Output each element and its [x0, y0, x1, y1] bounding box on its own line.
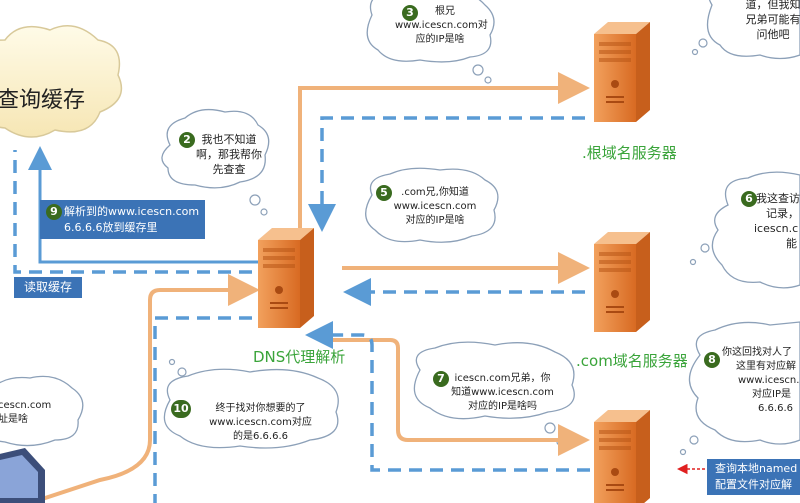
dns-proxy-server-icon	[258, 228, 314, 328]
bubble-5-line-2: www.icescn.com	[393, 201, 477, 212]
step-badge-3: 3	[402, 5, 418, 21]
bubble-7-line-3: 对应的IP是啥吗	[468, 401, 537, 412]
cache-write-arrow	[28, 146, 258, 264]
bubble-5-text: .com兄,你知道 www.icescn.com 对应的IP是啥	[390, 186, 480, 228]
client-pc-icon	[0, 448, 45, 503]
step-badge-9: 9	[46, 204, 62, 220]
cache-cloud	[0, 25, 123, 138]
bubble-8-line-1: 你这回找对人了	[722, 347, 792, 358]
bubble-1-text: cescn.com 址是啥	[0, 399, 51, 427]
local-query-line-1: 查询本地named	[715, 462, 798, 475]
step-badge-7: 7	[433, 371, 449, 387]
request-arrows	[29, 72, 590, 503]
bubble-8-line-5: 6.6.6.6	[758, 403, 793, 414]
bubble-10-line-3: 的是6.6.6.6	[233, 431, 288, 442]
root-server-label: .根域名服务器	[582, 144, 677, 162]
icescn-server-icon	[594, 410, 650, 503]
bubble-5-line-1: .com兄,你知道	[401, 187, 469, 198]
bubble-10-text: 终于找对你想要的了 www.icescn.com对应 的是6.6.6.6	[188, 402, 333, 444]
bubble-10-line-2: www.icescn.com对应	[209, 417, 312, 428]
bubble-4-line-3: 问他吧	[756, 28, 790, 41]
bubble-4-line-2: 兄弟可能有	[745, 13, 800, 26]
step-badge-6: 6	[741, 191, 757, 207]
step-badge-2: 2	[179, 132, 195, 148]
bubble-8-shape	[679, 321, 800, 456]
bubble-6-shape	[689, 171, 800, 289]
cache-write-line-2: 6.6.6.6放到缓存里	[64, 221, 158, 234]
step-badge-10: 10	[171, 400, 191, 418]
bubble-4-line-1: 道，但我知	[745, 0, 800, 11]
bubble-2-shape	[161, 108, 270, 216]
bubble-1-line-2: 址是啥	[0, 414, 28, 425]
bubble-3-shape	[366, 0, 495, 84]
bubble-2-text: 我也不知道 啊，那我帮你 先查查	[196, 132, 262, 177]
bubble-3-line-3: 应的IP是啥	[415, 34, 465, 45]
bubble-10-line-1: 终于找对你想要的了	[215, 403, 306, 414]
bubble-3-text: 根兄 www.icescn.com对 应的IP是啥	[395, 5, 488, 47]
cache-write-line-1: 解析到的www.icescn.com	[64, 205, 200, 218]
local-query-line-2: 配置文件对应解	[715, 478, 792, 491]
dns-proxy-label: DNS代理解析	[253, 348, 346, 366]
root-server-icon	[594, 22, 650, 122]
bubble-6-line-4: 能	[786, 237, 797, 250]
bubble-4-text: 道，但我知 兄弟可能有 问他吧	[738, 0, 800, 42]
bubble-3-line-1: 根兄	[435, 6, 455, 17]
com-server-icon	[594, 232, 650, 332]
bubble-1-line-1: cescn.com	[0, 400, 52, 411]
bubble-8-line-2: 这里有对应解	[736, 361, 796, 372]
bubble-10-shape	[163, 358, 339, 449]
bubble-4-shape	[691, 0, 800, 60]
bubble-2-line-3: 先查查	[212, 163, 246, 176]
bubble-6-line-2: 记录，	[766, 207, 799, 220]
response-arrows	[13, 116, 590, 503]
bubble-6-line-3: icescn.c	[754, 222, 799, 235]
step-badge-8: 8	[704, 352, 720, 368]
bubble-8-line-3: www.icescn.	[738, 375, 800, 386]
bubble-6-text: 我这查访 记录， icescn.c 能	[754, 191, 800, 251]
step-badge-5: 5	[376, 185, 392, 201]
bubble-8-text: 你这回找对人了 这里有对应解 www.icescn. 对应IP是 6.6.6.6	[716, 346, 800, 416]
cache-label: 查询缓存	[0, 88, 86, 113]
bubble-7-text: icescn.com兄弟，你 知道www.icescn.com 对应的IP是啥吗	[440, 372, 565, 414]
bubble-3-line-2: www.icescn.com对	[395, 20, 488, 31]
local-query-box: 查询本地named 配置文件对应解	[707, 459, 800, 495]
bubble-6-line-1: 我这查访	[756, 192, 800, 205]
bubble-1-shape	[0, 375, 84, 447]
com-server-label: .com域名服务器	[576, 352, 688, 370]
bubble-8-line-4: 对应IP是	[752, 389, 791, 400]
read-cache-box: 读取缓存	[14, 277, 83, 298]
bubble-2-line-1: 我也不知道	[201, 133, 257, 146]
bubble-5-line-3: 对应的IP是啥	[405, 215, 465, 226]
bubble-7-line-2: 知道www.icescn.com	[451, 387, 554, 398]
bubble-5-shape	[365, 167, 499, 243]
bubble-2-line-2: 啊，那我帮你	[196, 148, 262, 161]
bubble-7-line-1: icescn.com兄弟，你	[454, 373, 551, 384]
